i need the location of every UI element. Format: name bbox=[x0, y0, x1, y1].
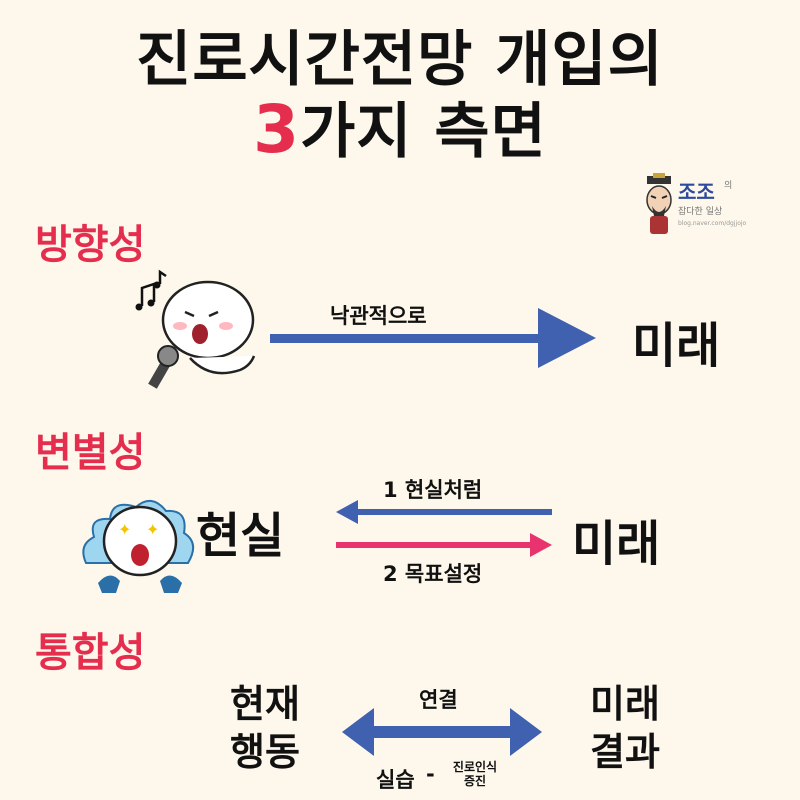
title-line-2-rest: 가지 측면 bbox=[300, 97, 547, 167]
title-line-2: 3가지 측면 bbox=[0, 97, 800, 163]
future-target-1: 미래 bbox=[632, 318, 721, 374]
action-label: 행동 bbox=[230, 730, 300, 774]
section-distinction-title: 변별성 bbox=[35, 430, 146, 476]
watermark-name: 조조 bbox=[678, 180, 715, 204]
career-awareness-label: 진로인식 증진 bbox=[440, 760, 510, 788]
goal-setting-label: 2 목표설정 bbox=[383, 562, 483, 586]
watermark-suffix: 의 bbox=[724, 181, 733, 191]
optimism-label: 낙관적으로 bbox=[330, 304, 427, 328]
watermark-subtitle: 잡다한 일상 bbox=[678, 207, 723, 217]
watermark-avatar-icon bbox=[646, 173, 672, 234]
career-awareness-line2: 증진 bbox=[463, 774, 487, 788]
title-line-1: 진로시간전망 개입의 bbox=[136, 25, 664, 95]
connection-label: 연결 bbox=[419, 688, 458, 712]
future-label: 미래 bbox=[590, 682, 660, 726]
result-label: 결과 bbox=[590, 730, 660, 774]
title-number: 3 bbox=[253, 91, 301, 168]
goal-arrow bbox=[336, 533, 552, 557]
connection-arrow bbox=[342, 708, 542, 756]
svg-text:✦: ✦ bbox=[146, 520, 159, 539]
section-integration-title: 통합성 bbox=[35, 630, 146, 676]
starry-eyed-character-icon: ✦ ✦ bbox=[82, 500, 195, 593]
music-notes-icon bbox=[135, 269, 167, 311]
present-action-label: 현재 행동 bbox=[210, 680, 320, 776]
section-direction-title: 방향성 bbox=[35, 222, 146, 268]
reality-arrow bbox=[336, 500, 552, 524]
career-awareness-line1: 진로인식 bbox=[452, 760, 498, 774]
future-target-2: 미래 bbox=[572, 516, 661, 572]
singing-character-icon bbox=[135, 269, 256, 389]
future-result-label: 미래 결과 bbox=[570, 680, 680, 776]
watermark-url: blog.naver.com/dgjjojo bbox=[678, 220, 747, 227]
watermark: 조조 의 잡다한 일상 blog.naver.com/dgjjojo bbox=[638, 172, 788, 242]
present-label: 현재 bbox=[230, 682, 300, 726]
reality-label: 현실 bbox=[196, 508, 285, 564]
svg-text:✦: ✦ bbox=[118, 520, 131, 539]
practice-label: 실습 bbox=[376, 768, 415, 792]
like-reality-label: 1 현실처럼 bbox=[383, 478, 483, 502]
optimism-arrow bbox=[270, 308, 596, 368]
practice-separator: - bbox=[426, 762, 435, 786]
